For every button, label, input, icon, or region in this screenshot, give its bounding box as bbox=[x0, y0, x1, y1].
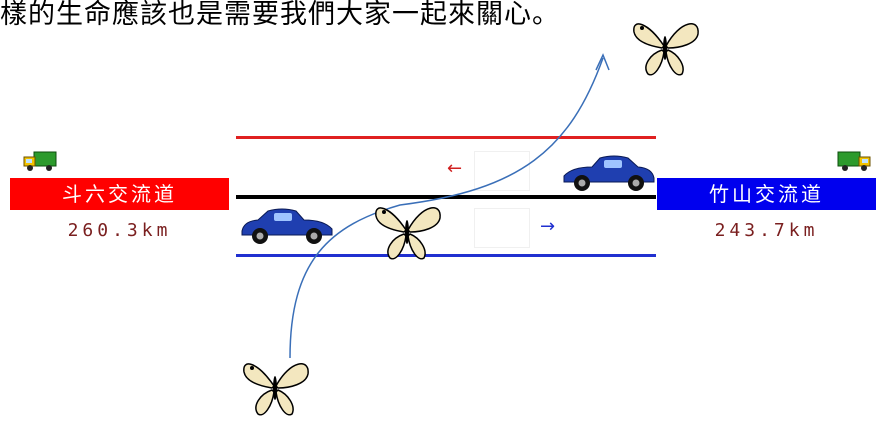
butterfly-icon-top bbox=[628, 12, 704, 86]
butterfly-icon-bottom bbox=[238, 352, 314, 426]
car-icon-eastbound bbox=[238, 205, 336, 249]
right-station-distance: 243.7km bbox=[714, 220, 819, 241]
lane-marker-lower bbox=[474, 208, 530, 248]
westbound-arrow: ← bbox=[447, 158, 463, 179]
left-station-distance: 260.3km bbox=[67, 220, 172, 241]
left-station-sign: 斗六交流道 bbox=[10, 178, 229, 210]
car-icon-westbound bbox=[560, 152, 658, 196]
eastbound-arrow: → bbox=[540, 216, 556, 237]
road-bottom-line bbox=[236, 254, 656, 257]
truck-icon-right bbox=[836, 150, 872, 176]
lane-marker-upper bbox=[474, 151, 530, 191]
left-station-name: 斗六交流道 bbox=[62, 182, 177, 206]
right-station-name: 竹山交流道 bbox=[709, 182, 824, 206]
right-station-sign: 竹山交流道 bbox=[657, 178, 876, 210]
caption-text: 樣的生命應該也是需要我們大家一起來關心。 bbox=[0, 0, 560, 30]
butterfly-icon-middle bbox=[370, 196, 446, 270]
road-top-line bbox=[236, 136, 656, 139]
truck-icon-left bbox=[22, 150, 58, 176]
